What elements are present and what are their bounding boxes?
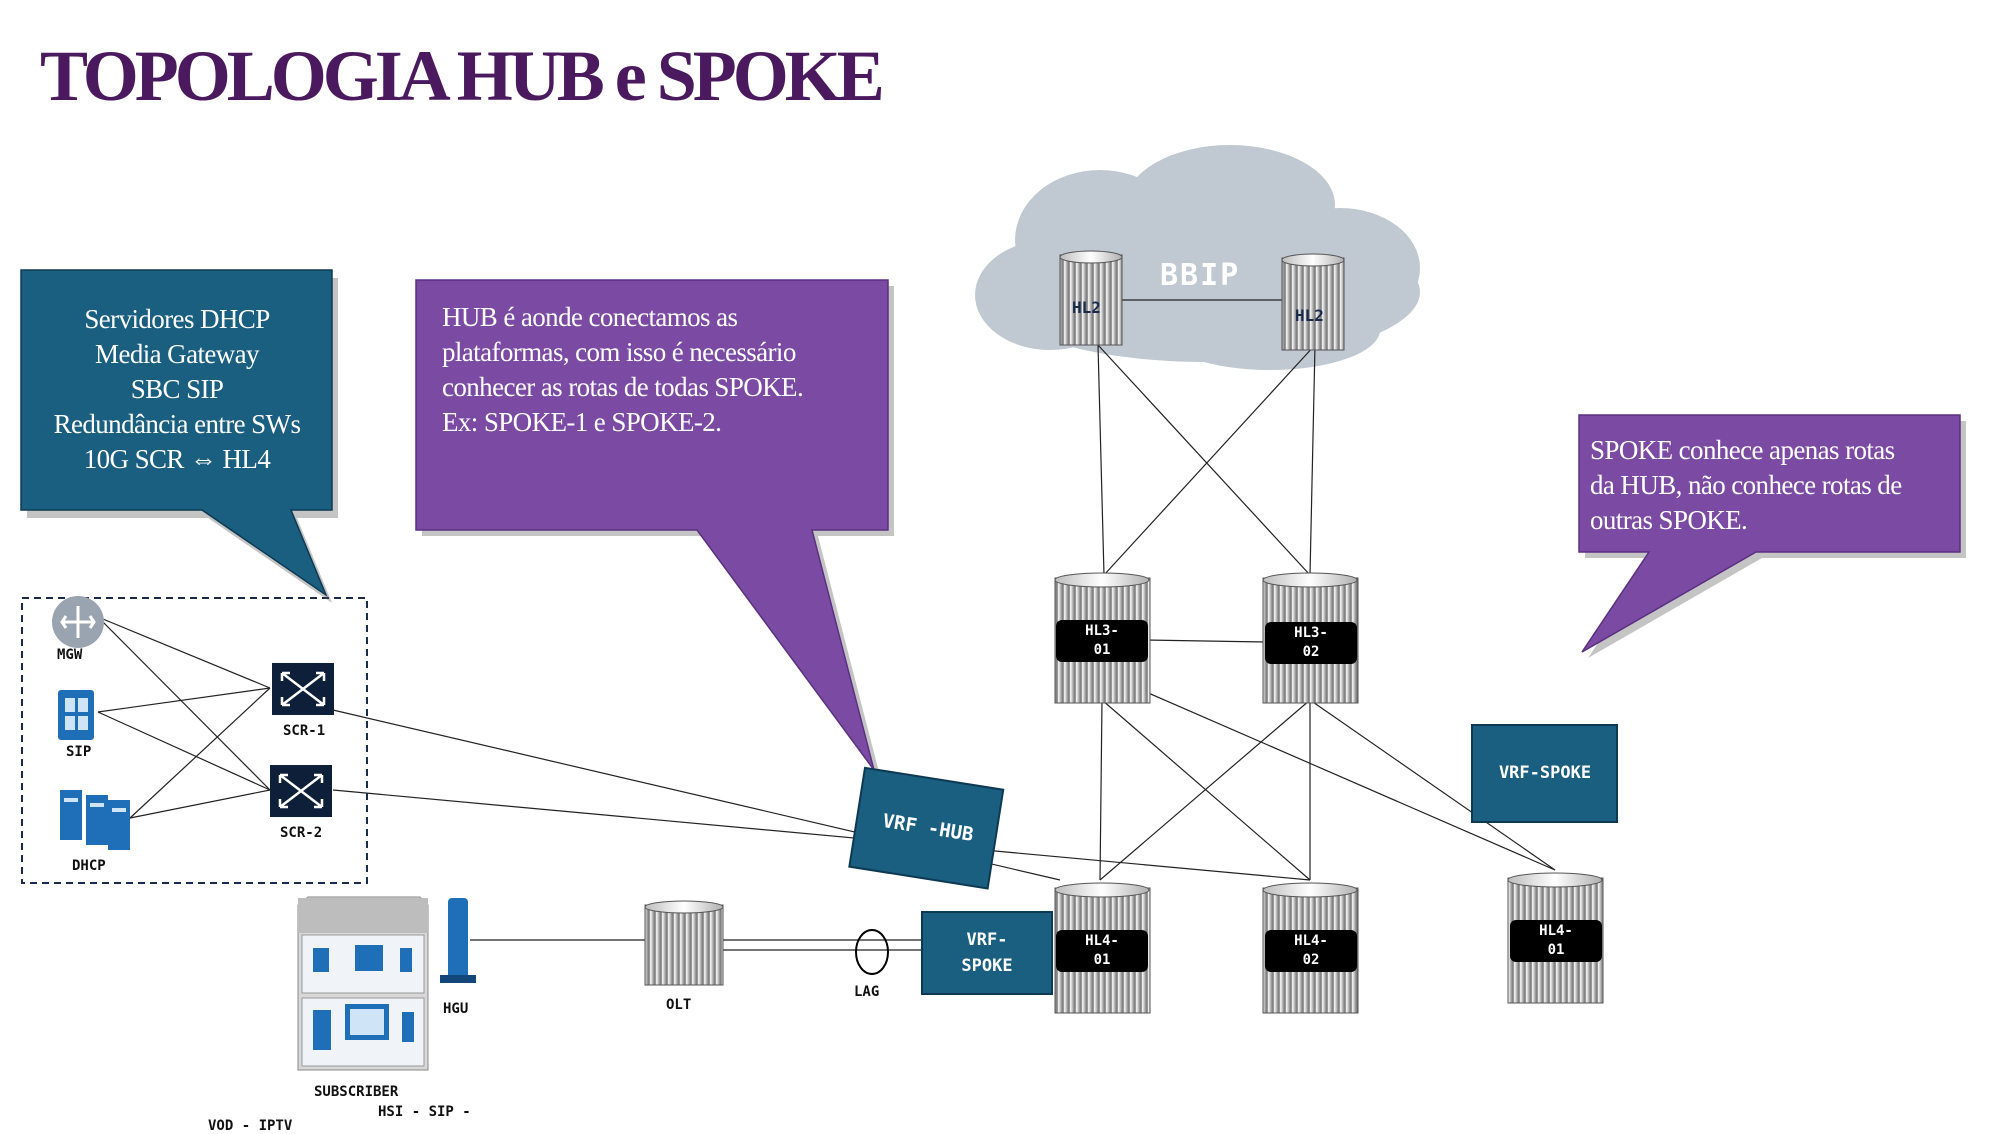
vrf-spoke-bottom-label-line: VRF- — [966, 930, 1008, 950]
lag-label: LAG — [854, 984, 880, 1000]
bbip-cloud-label: BBIP — [1160, 258, 1241, 293]
callout-hub: HUB é aonde conectamos as plataformas, c… — [442, 300, 892, 440]
hl4-02-label-line: HL4- — [1294, 933, 1328, 949]
hl4-02-label-line: 02 — [1302, 952, 1320, 968]
callout-hub-line: conhecer as rotas de todas SPOKE. — [442, 372, 804, 402]
callout-hub-shape — [415, 279, 894, 776]
hl2-right-label: HL2 — [1295, 306, 1324, 325]
services-label-2: VOD - IPTV — [208, 1118, 293, 1134]
callout-dhcp-line: SBC SIP — [130, 374, 224, 404]
callout-hub-line: plataformas, com isso é necessário — [442, 337, 796, 367]
olt-label: OLT — [666, 997, 692, 1013]
callout-spoke: SPOKE conhece apenas rotas da HUB, não c… — [1590, 433, 1960, 538]
vrf-spoke-bottom-label-line: SPOKE — [961, 956, 1013, 976]
callout-spoke-line: da HUB, não conhece rotas de — [1590, 470, 1902, 500]
scr-2-switch-icon — [270, 765, 332, 817]
hl3-01-label-line: 01 — [1093, 642, 1111, 658]
callout-dhcp-shape — [20, 269, 338, 603]
network-links — [97, 299, 1556, 951]
mgw-icon — [52, 596, 104, 648]
callout-dhcp-line: Media Gateway — [95, 339, 259, 369]
services-label-1: HSI - SIP - — [378, 1104, 471, 1120]
hl4-01-label: HL4- 01 — [1056, 930, 1148, 972]
subscriber-building-icon — [297, 896, 429, 1071]
lag-ellipse — [855, 929, 889, 975]
vrf-spoke-right-box-shape — [1471, 724, 1618, 823]
hl2-left-label: HL2 — [1072, 298, 1101, 317]
vrf-spoke-right-label: VRF-SPOKE — [1498, 763, 1592, 783]
vrf-spoke-bottom-box-shape — [921, 911, 1053, 995]
hl3-02-label-line: 02 — [1302, 644, 1320, 660]
callout-spoke-line: SPOKE conhece apenas rotas — [1590, 435, 1895, 465]
hl2-left-device — [1059, 250, 1123, 346]
callout-spoke-line: outras SPOKE. — [1590, 505, 1748, 535]
scr-1-switch-icon — [272, 663, 334, 715]
callout-dhcp-line: Servidores DHCP — [84, 304, 270, 334]
callout-dhcp-line: Redundância entre SWs — [53, 409, 301, 439]
olt-device — [644, 900, 724, 986]
hl4-01-spoke-label-line: HL4- — [1539, 923, 1573, 939]
dhcp-icon — [60, 790, 130, 850]
hgu-label: HGU — [443, 1001, 469, 1017]
callout-dhcp-line: 10G SCR ⇔ HL4 — [83, 444, 271, 474]
page-title: TOPOLOGIA HUB e SPOKE — [40, 36, 885, 116]
sip-icon — [58, 690, 94, 740]
hl4-01-label-line: HL4- — [1085, 933, 1119, 949]
hl4-01-spoke-label: HL4- 01 — [1510, 920, 1602, 962]
callout-hub-line: HUB é aonde conectamos as — [442, 302, 738, 332]
hl3-01-label: HL3- 01 — [1056, 620, 1148, 662]
scr-2-label: SCR-2 — [280, 825, 323, 841]
vrf-spoke-bottom-label: VRF- SPOKE — [924, 927, 1050, 979]
hl4-01-label-line: 01 — [1093, 952, 1111, 968]
callout-hub-line: Ex: SPOKE-1 e SPOKE-2. — [442, 407, 722, 437]
sip-label: SIP — [66, 744, 92, 760]
callout-dhcp: Servidores DHCP Media Gateway SBC SIP Re… — [22, 302, 332, 477]
mgw-label: MGW — [57, 647, 83, 663]
scr-1-label: SCR-1 — [283, 723, 326, 739]
hl2-right-device — [1281, 253, 1345, 351]
vrf-hub-box-shape — [848, 766, 1005, 890]
hl3-02-label: HL3- 02 — [1265, 622, 1357, 664]
server-group-box — [21, 597, 368, 884]
dhcp-label: DHCP — [72, 858, 106, 874]
hl3-01-label-line: HL3- — [1085, 623, 1119, 639]
hl3-02-label-line: HL3- — [1294, 625, 1328, 641]
callout-spoke-shape — [1578, 414, 1966, 658]
subscriber-label: SUBSCRIBER — [314, 1084, 399, 1100]
hgu-device-icon — [440, 898, 476, 983]
hl4-01-spoke-label-line: 01 — [1547, 942, 1565, 958]
hl4-02-label: HL4- 02 — [1265, 930, 1357, 972]
